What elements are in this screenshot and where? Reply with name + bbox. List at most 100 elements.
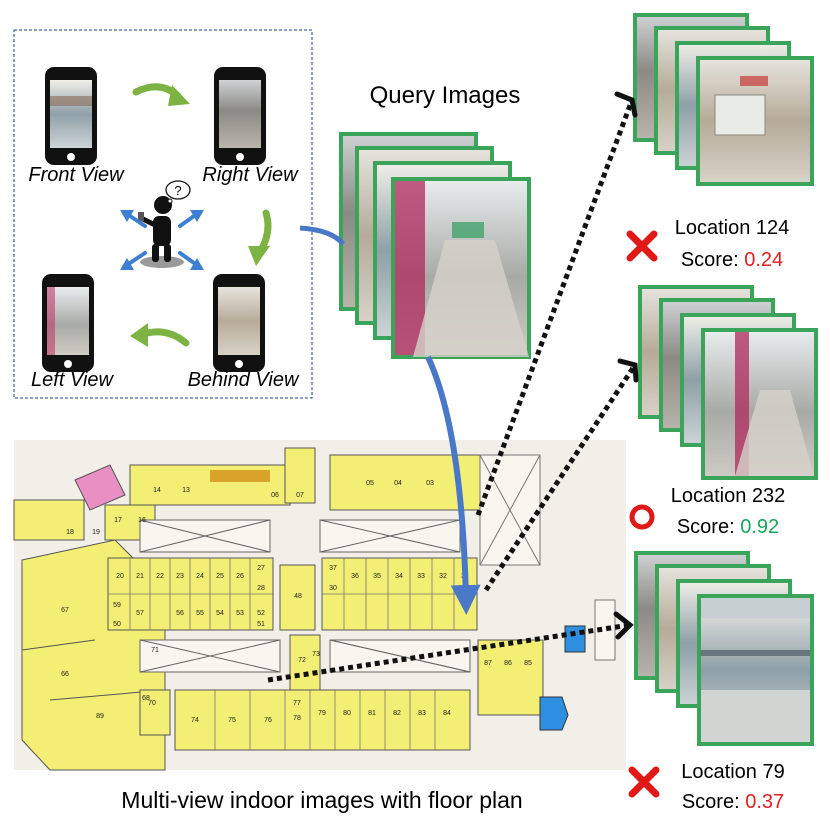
wrong-mark-icon — [628, 766, 660, 798]
unit-label: 16 — [138, 517, 146, 524]
candidate-location-label: Location 124 — [675, 217, 790, 239]
pink-unit — [74, 464, 126, 511]
unit-label: 51 — [257, 621, 265, 628]
unit-label: 74 — [191, 717, 199, 724]
unit-label: 13 — [182, 487, 190, 494]
unit-label: 86 — [504, 660, 512, 667]
orange-strip — [210, 470, 270, 482]
unit-label: 66 — [61, 671, 69, 678]
unit-label: 84 — [443, 710, 451, 717]
phone-front-icon — [45, 67, 97, 165]
floor-plan-caption: Multi-view indoor images with floor plan — [121, 787, 522, 813]
blue-unit — [539, 696, 569, 731]
unit-label: 68 — [142, 695, 150, 702]
unit-label: 87 — [484, 660, 492, 667]
query-image-stack — [339, 132, 531, 359]
unit-label: 52 — [257, 610, 265, 617]
unit-label: 04 — [394, 480, 402, 487]
right-view-label: Right View — [202, 164, 299, 186]
unit-label: 89 — [96, 713, 104, 720]
match-arrow-124 — [475, 99, 635, 516]
candidate-image — [696, 56, 814, 186]
unit-label: 05 — [366, 480, 374, 487]
unit-label: 70 — [148, 700, 156, 707]
unit-label: 73 — [312, 651, 320, 658]
candidate-score: Score: 0.24 — [681, 249, 783, 271]
unit-label: 77 — [293, 700, 301, 707]
behind-view-label: Behind View — [188, 369, 300, 391]
unit-label: 22 — [156, 573, 164, 580]
north-east-block — [329, 454, 501, 511]
capture-to-query-arrow — [299, 225, 345, 246]
candidate-score: Score: 0.92 — [677, 516, 779, 538]
unit-label: 19 — [92, 529, 100, 536]
candidate-location-label: Location 232 — [671, 485, 786, 507]
floor-plan: 13 14 06 07 05 04 03 17 16 18 19 20 21 2… — [13, 440, 626, 813]
south-row-block — [174, 689, 471, 751]
unit-label: 34 — [395, 573, 403, 580]
score-prefix: Score: — [681, 249, 744, 271]
score-value: 0.92 — [740, 516, 779, 538]
unit-label: 21 — [136, 573, 144, 580]
score-value: 0.37 — [745, 791, 784, 813]
unit-label: 06 — [271, 492, 279, 499]
unit-label: 67 — [61, 607, 69, 614]
arrowhead-icon — [168, 85, 190, 106]
unit-label: 23 — [176, 573, 184, 580]
unit-label: 57 — [136, 610, 144, 617]
candidate-image-stack — [638, 285, 818, 480]
unit-label: 24 — [196, 573, 204, 580]
unit-label: 76 — [264, 717, 272, 724]
query-images-title: Query Images — [370, 82, 521, 109]
arrowhead-icon — [614, 91, 638, 118]
unit-label: 07 — [296, 492, 304, 499]
match-arrowheads — [613, 91, 639, 640]
unit-label: 50 — [113, 621, 121, 628]
correct-mark-icon — [629, 504, 655, 530]
candidate-image — [701, 328, 818, 480]
unit-label: 30 — [329, 585, 337, 592]
match-arrows — [267, 99, 638, 683]
unit-label: 54 — [216, 610, 224, 617]
unit-label: 53 — [236, 610, 244, 617]
candidate-image — [697, 594, 814, 746]
unit-label: 35 — [373, 573, 381, 580]
person-icon — [138, 196, 184, 268]
unit-label: 36 — [351, 573, 359, 580]
unit-label: 33 — [417, 573, 425, 580]
unit-label: 71 — [151, 647, 159, 654]
arrowhead-icon — [248, 246, 270, 266]
front-view-label: Front View — [28, 164, 125, 186]
unit-label: 85 — [524, 660, 532, 667]
unit-label: 18 — [66, 529, 74, 536]
score-prefix: Score: — [677, 516, 740, 538]
unit-label: 80 — [343, 710, 351, 717]
unit-label: 83 — [418, 710, 426, 717]
match-arrow-79 — [267, 622, 631, 683]
unit-label: 78 — [293, 715, 301, 722]
capture-panel: Front View Right View Left View Behind V… — [13, 29, 313, 399]
left-view-label: Left View — [31, 369, 114, 391]
score-value: 0.24 — [744, 249, 783, 271]
phone-behind-icon — [213, 274, 265, 372]
unit-label: 17 — [114, 517, 122, 524]
unit-label: 79 — [318, 710, 326, 717]
unit-label: 28 — [257, 585, 265, 592]
score-prefix: Score: — [682, 791, 745, 813]
unit-label: 72 — [298, 657, 306, 664]
direction-arrows-icon — [120, 210, 204, 270]
arrowhead-icon — [617, 358, 639, 383]
query-to-map-arrow — [425, 355, 481, 615]
arrowhead-icon — [613, 611, 634, 640]
unit-label: 26 — [236, 573, 244, 580]
unit-label: 20 — [116, 573, 124, 580]
east-block — [477, 639, 544, 716]
unit-label: 03 — [426, 480, 434, 487]
unit-label: 14 — [153, 487, 161, 494]
phone-right-icon — [214, 67, 266, 165]
phone-left-icon — [42, 274, 94, 372]
unit-label: 37 — [329, 565, 337, 572]
view-sequence-arrowheads — [130, 85, 270, 347]
wrong-mark-icon — [626, 230, 658, 262]
unit-label: 56 — [176, 610, 184, 617]
